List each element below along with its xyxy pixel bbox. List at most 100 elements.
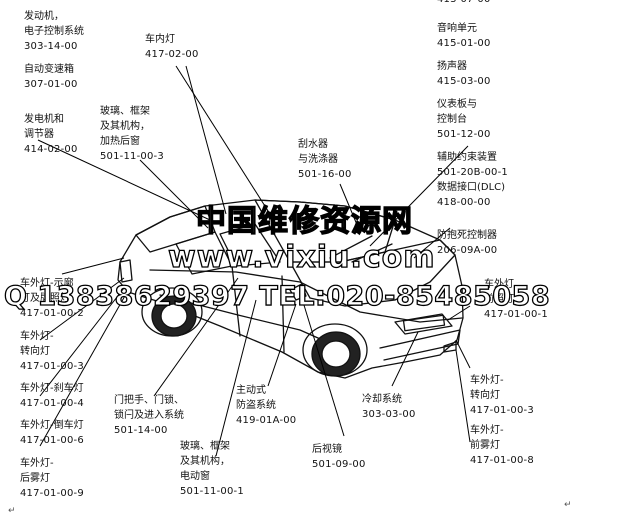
label-line: 防抱死控制器 [437, 230, 497, 241]
label-line: 门把手、门锁、 [114, 395, 184, 406]
label-code: 419-01A-00 [236, 415, 297, 426]
wiper [329, 235, 373, 259]
label-restraint-dlc: 辅助约束装置 501-20B-00-1 数据接口(DLC) 418-00-00 [437, 150, 508, 210]
label-code: 417-01-00-6 [20, 435, 84, 446]
label-ext-light-reverse: 车外灯-倒车灯 417-01-00-6 [20, 418, 84, 448]
label-line: 自动变速箱 [24, 64, 74, 75]
label-line: 辅助约束装置 [437, 152, 497, 163]
label-line: 加热后窗 [100, 136, 140, 147]
label-line: 车外灯 [484, 279, 514, 290]
label-line: 车外灯- [20, 458, 54, 469]
label-code: 418-00-00 [437, 197, 491, 208]
label-code: 417-02-00 [145, 49, 199, 60]
label-line: 调节器 [24, 129, 54, 140]
label-audio-unit: 音响单元 415-01-00 [437, 21, 491, 51]
label-line: 转向灯 [470, 390, 500, 401]
label-code: 501-12-00 [437, 129, 491, 140]
label-code: 417-01-00-2 [20, 308, 84, 319]
label-code: 307-01-00 [24, 79, 78, 90]
label-ext-light-brake: 车外灯-刹车灯 417-01-00-4 [20, 381, 84, 411]
label-rear-glass-heater: 玻璃、框架 及其机构， 加热后窗 501-11-00-3 [100, 104, 164, 164]
label-line: 车内灯 [145, 34, 175, 45]
label-line: 车外灯- [470, 375, 504, 386]
watermark-site-name: 中国维修资源网 [195, 203, 413, 239]
label-line: 音响单元 [437, 23, 477, 34]
watermark-phone: Q 13838629397 TEL:020-85485058 [3, 280, 551, 312]
label-line: 仪表板与 [437, 99, 477, 110]
label-active-security: 主动式 防盗系统 419-01A-00 [236, 383, 296, 428]
label-code: 417-01-00-3 [470, 405, 534, 416]
label-line: 电子控制系统 [24, 26, 84, 37]
label-code: 415-01-00 [437, 38, 491, 49]
label-ext-light-front: 车外灯 前照灯 417-01-00-1 [484, 277, 548, 322]
headlight [394, 313, 453, 335]
label-ext-light-front-fog: 车外灯- 前雾灯 417-01-00-8 [470, 423, 534, 468]
label-line: 发电机和 [24, 114, 64, 125]
label-speaker: 扬声器 415-03-00 [437, 59, 491, 89]
rear-light [119, 259, 133, 283]
label-power-window: 玻璃、框架 及其机构， 电动窗 501-11-00-1 [180, 439, 244, 499]
label-line: 灯及牌照灯 [20, 293, 70, 304]
label-line: 后雾灯 [20, 473, 50, 484]
label-line: 主动式 [236, 385, 266, 396]
label-line: 后视镜 [312, 444, 342, 455]
label-line: 玻璃、框架 [180, 441, 230, 452]
label-code: 501-11-00-1 [180, 486, 244, 497]
label-line: 车外灯-示廓 [20, 278, 74, 289]
label-code: 501-11-00-3 [100, 151, 164, 162]
label-line: 及其机构， [180, 456, 230, 467]
label-interior-light: 车内灯 417-02-00 [145, 32, 199, 62]
label-code: 501-20B-00-1 [437, 167, 508, 178]
label-ext-light-marker: 车外灯-示廓 灯及牌照灯 417-01-00-2 [20, 276, 84, 321]
label-ext-light-turn-rear: 车外灯- 转向灯 417-01-00-3 [20, 329, 84, 374]
label-line: 冷却系统 [362, 394, 402, 405]
label-code: 417-01-00-4 [20, 398, 84, 409]
label-ext-light-rear-fog: 车外灯- 后雾灯 417-01-00-9 [20, 456, 84, 501]
label-door-handle-lock: 门把手、门锁、 锁闩及进入系统 501-14-00 [114, 393, 184, 438]
label-line: 防盗系统 [236, 400, 276, 411]
label-line: 转向灯 [20, 346, 50, 357]
label-line: 车外灯-刹车灯 [20, 383, 84, 394]
label-code: 206-09A-00 [437, 245, 498, 256]
label-code: 415-03-00 [437, 76, 491, 87]
label-line: 及其机构， [100, 121, 150, 132]
label-cooling-system: 冷却系统 303-03-00 [362, 392, 416, 422]
label-line: 与洗涤器 [298, 154, 338, 165]
label-line: 发动机， [24, 11, 64, 22]
label-line: 车外灯- [470, 425, 504, 436]
label-line: 前雾灯 [470, 440, 500, 451]
label-wiper-washer: 刮水器 与洗涤器 501-16-00 [298, 137, 352, 182]
label-code: 414-02-00 [24, 144, 78, 155]
paragraph-mark-right: ↵ [564, 500, 572, 510]
label-top-code: 413-07-00 [437, 0, 491, 7]
label-code: 303-03-00 [362, 409, 416, 420]
label-automatic-transmission: 自动变速箱 307-01-00 [24, 62, 78, 92]
label-generator: 发电机和 调节器 414-02-00 [24, 112, 78, 157]
label-code: 413-07-00 [437, 0, 491, 7]
label-code: 303-14-00 [24, 41, 78, 52]
label-code: 417-01-00-3 [20, 361, 84, 372]
label-engine-control: 发动机， 电子控制系统 303-14-00 [24, 9, 84, 54]
mirror [289, 283, 307, 301]
label-ext-light-turn-front: 车外灯- 转向灯 417-01-00-3 [470, 373, 534, 418]
front-bumper [379, 329, 461, 361]
side-window-front [219, 223, 281, 267]
label-code: 417-01-00-9 [20, 488, 84, 499]
label-line: 扬声器 [437, 61, 467, 72]
label-line: 刮水器 [298, 139, 328, 150]
label-abs-controller: 防抱死控制器 206-09A-00 [437, 228, 497, 258]
label-line: 电动窗 [180, 471, 210, 482]
label-line: 数据接口(DLC) [437, 182, 506, 193]
label-line: 控制台 [437, 114, 467, 125]
belt-line [149, 269, 463, 323]
label-rear-view-mirror: 后视镜 501-09-00 [312, 442, 366, 472]
label-line: 前照灯 [484, 294, 514, 305]
door-line-1 [231, 265, 241, 337]
label-line: 锁闩及进入系统 [114, 410, 184, 421]
label-code: 501-14-00 [114, 425, 168, 436]
watermark-url: www.vixiu.com [167, 239, 436, 275]
label-code: 501-09-00 [312, 459, 366, 470]
label-code: 501-16-00 [298, 169, 352, 180]
